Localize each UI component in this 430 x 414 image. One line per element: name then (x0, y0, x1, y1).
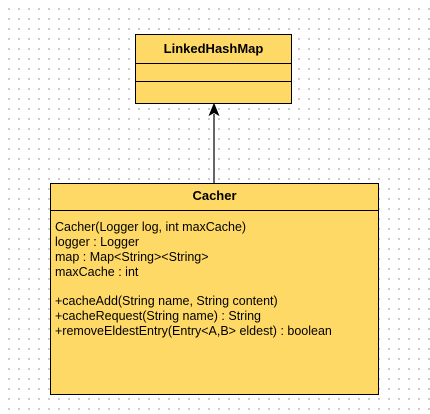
class-name-linkedhashmap: LinkedHashMap (163, 41, 264, 56)
class-name-cacher: Cacher (192, 188, 237, 203)
class-attribute: Cacher(Logger log, int maxCache) (55, 220, 247, 234)
arrowhead-icon (208, 102, 220, 117)
class-cacher[interactable]: Cacher Cacher(Logger log, int maxCache) … (50, 183, 379, 395)
class-method: +cacheRequest(String name) : String (55, 309, 262, 323)
class-divider-name (136, 63, 291, 64)
class-attribute: logger : Logger (55, 235, 140, 249)
class-divider-members (136, 81, 291, 82)
class-method: +removeEldestEntry(Entry<A,B> eldest) : … (55, 324, 332, 338)
class-attribute: maxCache : int (55, 265, 139, 279)
class-method: +cacheAdd(String name, String content) (55, 294, 278, 308)
class-attribute: map : Map<String><String> (55, 250, 209, 264)
member-spacer (55, 280, 374, 294)
class-linkedhashmap[interactable]: LinkedHashMap (135, 34, 292, 104)
class-divider-name (51, 210, 378, 211)
class-members: Cacher(Logger log, int maxCache) logger … (55, 220, 374, 339)
